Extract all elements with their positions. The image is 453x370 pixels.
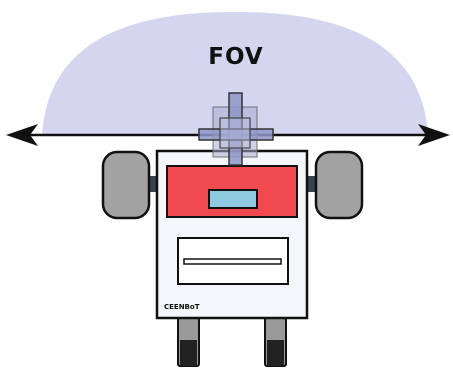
robot-label: CEENBoT: [164, 303, 200, 311]
slot-bar: [183, 258, 282, 265]
right-arrow-icon: [418, 124, 450, 146]
fov-region: [42, 11, 428, 135]
right-wheel: [314, 150, 364, 220]
fov-label: FOV: [208, 44, 263, 70]
sensor-mount: [198, 92, 274, 166]
left-wheel: [101, 150, 151, 220]
blue-display: [208, 189, 258, 209]
left-arrow-icon: [6, 124, 38, 146]
